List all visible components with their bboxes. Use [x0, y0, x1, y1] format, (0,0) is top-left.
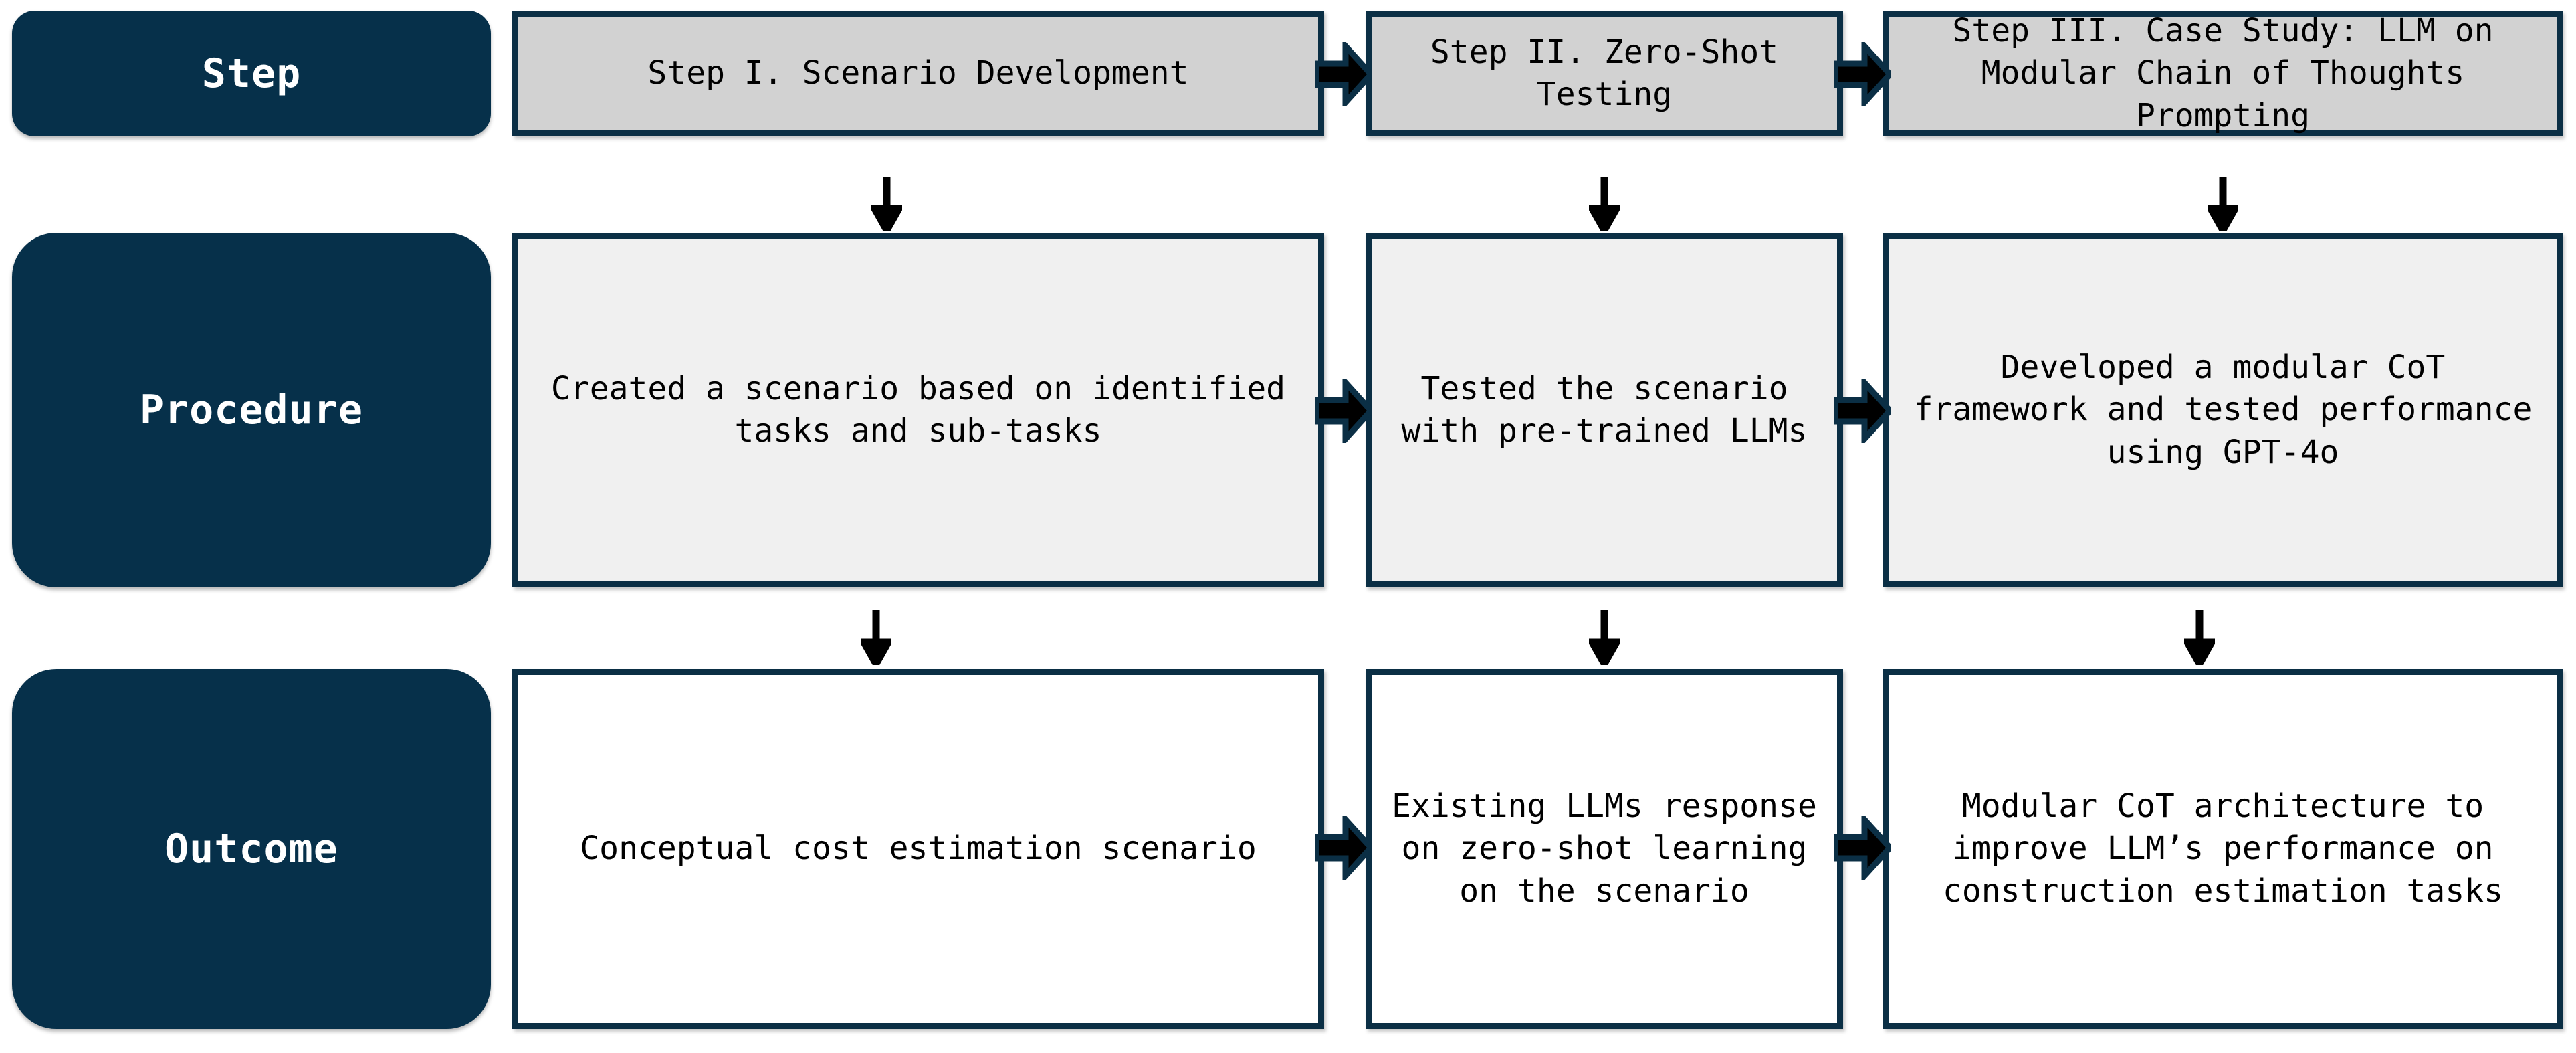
step-box-1: Step I. Scenario Development	[512, 11, 1324, 136]
right-block-arrow-icon	[1834, 816, 1891, 880]
down-arrow-icon	[2184, 610, 2215, 665]
step-box-3: Step III. Case Study: LLM on Modular Cha…	[1883, 11, 2563, 136]
right-block-arrow-icon	[1315, 379, 1372, 443]
row-label-procedure-text: Procedure	[139, 387, 364, 434]
outcome-box-2-text: Existing LLMs response on zero-shot lear…	[1392, 787, 1817, 910]
down-arrow-icon	[1589, 610, 1620, 665]
procedure-box-3-text: Developed a modular CoT framework and te…	[1913, 348, 2533, 471]
down-arrow-icon	[1589, 177, 1620, 231]
row-label-step-text: Step	[201, 50, 302, 97]
outcome-box-3: Modular CoT architecture to improve LLM’…	[1883, 669, 2563, 1029]
row-label-procedure: Procedure	[12, 233, 491, 587]
procedure-box-2-text: Tested the scenario with pre-trained LLM…	[1401, 369, 1808, 450]
row-label-step: Step	[12, 11, 491, 136]
down-arrow-icon	[871, 177, 902, 231]
step-box-2: Step II. Zero-Shot Testing	[1366, 11, 1843, 136]
step-box-1-text: Step I. Scenario Development	[647, 54, 1189, 92]
procedure-box-1: Created a scenario based on identified t…	[512, 233, 1324, 587]
procedure-box-3: Developed a modular CoT framework and te…	[1883, 233, 2563, 587]
procedure-box-1-text: Created a scenario based on identified t…	[550, 369, 1286, 450]
right-block-arrow-icon	[1315, 42, 1372, 106]
right-block-arrow-icon	[1834, 42, 1891, 106]
step-box-3-text: Step III. Case Study: LLM on Modular Cha…	[1952, 11, 2494, 134]
down-arrow-icon	[861, 610, 891, 665]
right-block-arrow-icon	[1834, 379, 1891, 443]
down-arrow-icon	[2208, 177, 2238, 231]
outcome-box-1-text: Conceptual cost estimation scenario	[580, 830, 1257, 868]
right-block-arrow-icon	[1315, 816, 1372, 880]
outcome-box-2: Existing LLMs response on zero-shot lear…	[1366, 669, 1843, 1029]
procedure-box-2: Tested the scenario with pre-trained LLM…	[1366, 233, 1843, 587]
outcome-box-3-text: Modular CoT architecture to improve LLM’…	[1942, 787, 2504, 910]
row-label-outcome-text: Outcome	[165, 826, 338, 872]
outcome-box-1: Conceptual cost estimation scenario	[512, 669, 1324, 1029]
row-label-outcome: Outcome	[12, 669, 491, 1029]
step-box-2-text: Step II. Zero-Shot Testing	[1430, 33, 1779, 113]
